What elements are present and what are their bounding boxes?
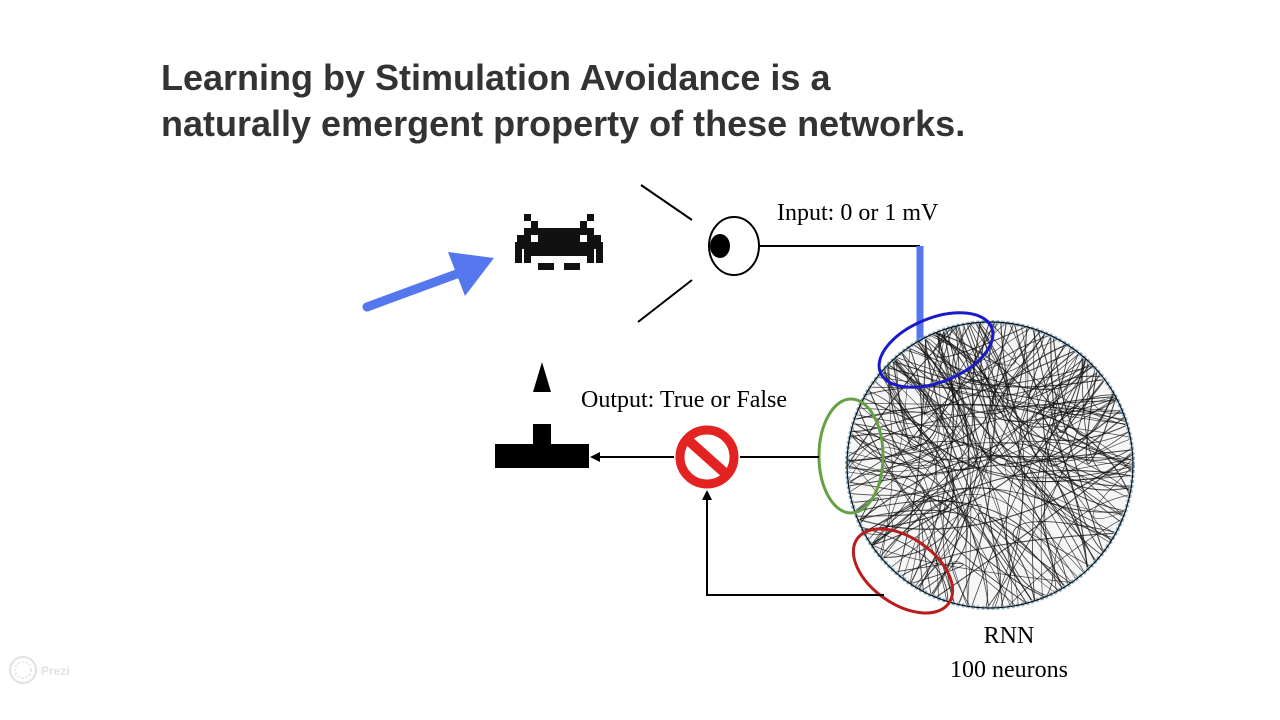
no-symbol-icon — [675, 425, 739, 489]
rnn-connection — [1086, 360, 1124, 415]
rnn-connection — [925, 336, 972, 607]
rnn-connection — [848, 440, 1090, 569]
rnn-connection — [917, 322, 1007, 390]
rnn-connection — [862, 358, 1086, 531]
rnn-connection — [888, 322, 996, 439]
rnn-connection — [958, 325, 1128, 441]
input-region-ellipse — [877, 311, 995, 389]
rnn-connection — [1085, 370, 1117, 465]
rnn-connection — [885, 360, 972, 390]
rnn-connection — [849, 433, 954, 590]
title-line-1: Learning by Stimulation Avoidance is a — [161, 57, 831, 98]
rnn-connection — [847, 322, 997, 472]
rnn-connection — [951, 561, 1016, 607]
blue-arrow — [362, 252, 494, 312]
rnn-connection — [847, 438, 893, 559]
rnn-label: RNN — [984, 623, 1035, 649]
eye-icon — [708, 216, 760, 276]
rnn-connection — [1032, 394, 1115, 601]
rnn-connection — [930, 322, 1007, 596]
rnn-connection — [950, 327, 1133, 461]
space-invader-icon — [515, 214, 603, 270]
rnn-connection — [918, 495, 1033, 602]
rnn-connection — [849, 360, 963, 496]
rnn-connection — [1047, 379, 1125, 467]
rnn-connection — [858, 455, 1089, 570]
feedback-wire — [702, 490, 884, 596]
rnn-connection — [988, 322, 1125, 515]
rnn-connection — [929, 322, 1017, 366]
rnn-connection — [1032, 328, 1104, 553]
prezi-logo-icon: Prezi — [9, 656, 70, 684]
vision-line-top — [640, 184, 693, 221]
rnn-connection — [966, 323, 1102, 556]
rnn-connection — [1044, 346, 1072, 588]
rnn-connection — [971, 322, 1123, 468]
rnn-connection — [1061, 352, 1106, 422]
rnn-connection — [1000, 322, 1132, 491]
rnn-connection — [935, 332, 1024, 608]
rnn-connection — [978, 512, 1066, 604]
rnn-connection — [851, 430, 955, 560]
rnn-connection — [847, 325, 1029, 477]
rnn-connection — [1030, 410, 1124, 518]
rnn-connection — [939, 328, 1055, 593]
rnn-connection — [871, 349, 954, 546]
rnn-connection — [854, 411, 939, 512]
rnn-connection — [880, 328, 969, 559]
rnn-connection — [861, 526, 949, 602]
rnn-connection — [938, 331, 992, 605]
rnn-connection — [1027, 350, 1094, 399]
rnn-connection — [880, 372, 1133, 483]
rnn-connection — [923, 326, 954, 416]
rnn-connection — [871, 326, 1028, 546]
slide-title: Learning by Stimulation Avoidance is a n… — [161, 55, 1161, 147]
rnn-connection — [850, 349, 1076, 432]
rnn-connection — [1005, 343, 1066, 597]
rnn-connection — [1042, 438, 1131, 583]
rnn-connection — [864, 487, 1069, 585]
output-label: Output: True or False — [581, 387, 787, 413]
rnn-connection — [879, 470, 939, 599]
rnn-connection — [1081, 355, 1133, 475]
rnn-connection — [974, 322, 1128, 425]
prezi-watermark: Prezi — [8, 655, 72, 685]
rnn-connection — [970, 327, 1059, 373]
rnn-network — [845, 320, 1135, 610]
rnn-connection — [902, 536, 919, 584]
rnn-connection — [890, 504, 982, 589]
rnn-connection — [882, 494, 1077, 580]
rnn-connection — [853, 423, 937, 547]
rnn-connection — [909, 329, 954, 585]
rnn-connection — [868, 388, 1045, 598]
rnn-connection — [1026, 335, 1126, 512]
neurons-label: 100 neurons — [950, 657, 1068, 683]
rnn-connection — [1040, 353, 1081, 599]
rnn-connection — [857, 509, 1036, 601]
rnn-connection — [863, 397, 1132, 487]
input-label: Input: 0 or 1 mV — [777, 200, 939, 226]
rnn-connection — [1050, 335, 1087, 433]
rnn-connection — [901, 352, 1092, 397]
rnn-connection — [854, 403, 1131, 496]
rnn-connection — [996, 332, 1086, 413]
rnn-connection — [1092, 466, 1133, 520]
rnn-connection — [887, 346, 911, 456]
rnn-connection — [1035, 396, 1133, 466]
rnn-connection — [924, 337, 1115, 462]
title-line-2: naturally emergent property of these net… — [161, 103, 966, 144]
rnn-connection — [1020, 396, 1133, 467]
cannon-icon — [495, 362, 589, 468]
feedback-region-ellipse — [851, 527, 955, 615]
rnn-connection — [853, 340, 978, 471]
vision-line-bottom — [637, 279, 693, 323]
prezi-text: Prezi — [41, 664, 70, 678]
